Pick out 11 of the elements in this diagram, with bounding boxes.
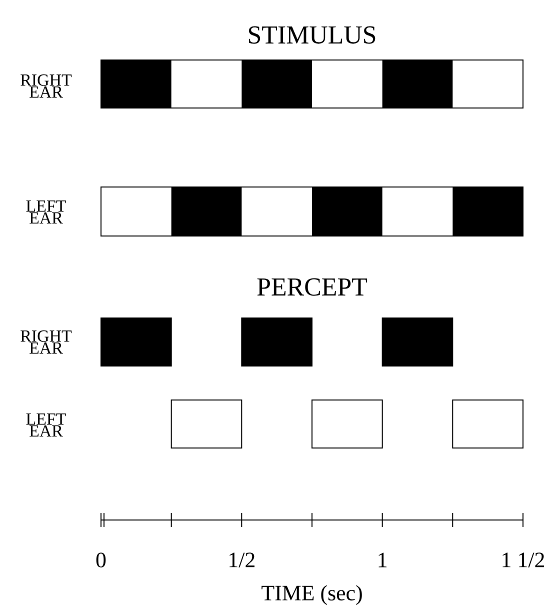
tick-label: 0 xyxy=(96,552,106,568)
ear-label: RIGHT EAR xyxy=(20,74,72,98)
ear-label: LEFT EAR xyxy=(26,413,66,437)
tick-label: 1 xyxy=(378,552,386,568)
ear-label: LEFT EAR xyxy=(26,200,66,224)
tick-label: 1 1/2 xyxy=(502,552,544,568)
tick-label: 1/2 xyxy=(230,552,254,568)
heading: STIMULUS xyxy=(248,26,376,44)
ear-label: RIGHT EAR xyxy=(20,330,72,354)
axis-title: TIME (sec) xyxy=(262,585,362,605)
heading: PERCEPT xyxy=(257,278,367,296)
